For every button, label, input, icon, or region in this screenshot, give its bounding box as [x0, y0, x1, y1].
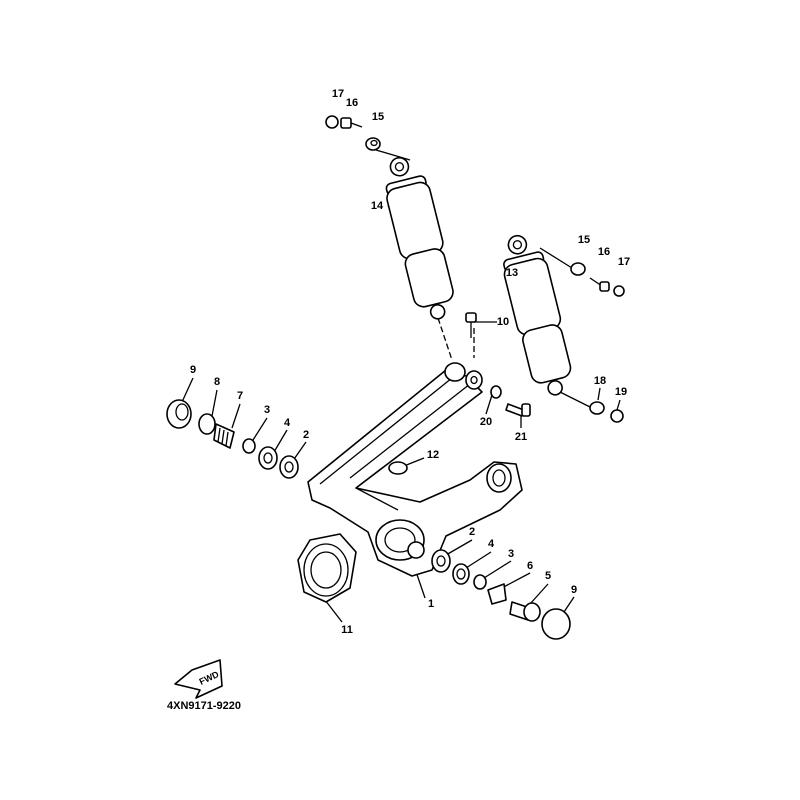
nut-17-lower [613, 285, 625, 297]
collar-15-upper [365, 137, 381, 151]
collar-3-right [473, 574, 487, 590]
callout-17: 17 [617, 256, 631, 268]
callout-3: 3 [507, 548, 515, 560]
nut-19 [610, 409, 624, 423]
nut-17-upper [325, 115, 339, 129]
fwd-arrow-icon: FWD [174, 659, 223, 699]
callout-20: 20 [479, 416, 493, 428]
callout-4: 4 [283, 417, 291, 429]
callout-10: 10 [496, 316, 510, 328]
callout-8: 8 [213, 376, 221, 388]
callout-17: 17 [331, 88, 345, 100]
callout-16: 16 [597, 246, 611, 258]
callout-15: 15 [371, 111, 385, 123]
bolt-16-lower [589, 277, 610, 292]
callout-16: 16 [345, 97, 359, 109]
cap-9-left [166, 399, 192, 429]
callout-14: 14 [370, 200, 384, 212]
collar-3-left [242, 438, 256, 454]
callout-15: 15 [577, 234, 591, 246]
plate-6 [487, 583, 507, 605]
pivot-shaft-7 [213, 423, 235, 449]
callout-1: 1 [427, 598, 435, 610]
callout-2: 2 [302, 429, 310, 441]
nut-8 [198, 413, 216, 435]
callout-4: 4 [487, 538, 495, 550]
rear-arm-1 [307, 362, 523, 577]
bolt-16-upper [340, 117, 363, 129]
bearing-2-left [279, 455, 299, 479]
callout-3: 3 [263, 404, 271, 416]
callout-9: 9 [189, 364, 197, 376]
callout-13: 13 [505, 267, 519, 279]
part-code: 4XN9171-9220 [167, 700, 242, 712]
shock-absorber-13 [503, 234, 572, 396]
callout-12: 12 [426, 449, 440, 461]
callout-5: 5 [544, 570, 552, 582]
cap-9-right [541, 608, 571, 640]
callout-21: 21 [514, 431, 528, 443]
pivot-shaft-5 [509, 601, 541, 622]
shock-absorber-14 [385, 156, 454, 320]
callout-11: 11 [341, 624, 353, 636]
callout-19: 19 [614, 386, 628, 398]
bolt-21 [505, 403, 531, 417]
oil-seal-4-left [258, 446, 278, 470]
callout-18: 18 [593, 375, 607, 387]
collar-15-lower [570, 262, 586, 276]
callout-6: 6 [526, 560, 534, 572]
cap-12 [388, 461, 408, 475]
callout-2: 2 [468, 526, 476, 538]
bearing-2-right [431, 549, 451, 573]
washer-18 [589, 401, 605, 415]
collar-20 [490, 385, 502, 399]
callout-9: 9 [570, 584, 578, 596]
oil-seal-4-right [452, 563, 470, 585]
callout-7: 7 [236, 390, 244, 402]
bolt-10 [465, 312, 477, 338]
cover-11 [297, 533, 357, 603]
